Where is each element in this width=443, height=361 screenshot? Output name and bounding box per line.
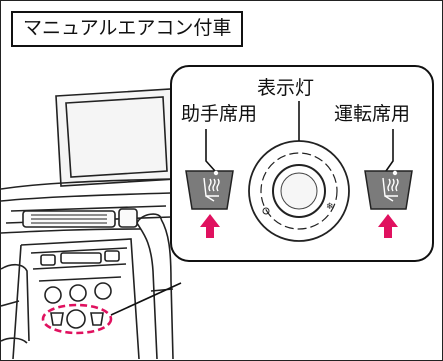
- seat-heater-icon: [382, 170, 399, 202]
- driver-seat-label: 運転席用: [334, 103, 411, 125]
- seat-heater-icon: [203, 170, 220, 202]
- passenger-leader-line: [205, 129, 216, 172]
- passenger-seat-heater-button[interactable]: [185, 170, 234, 210]
- svg-text:❄: ❄: [326, 202, 334, 212]
- highlight-ellipse: [41, 303, 113, 335]
- driver-seat-heater-button[interactable]: [364, 170, 413, 210]
- indicator-label: 表示灯: [257, 77, 315, 99]
- driver-leader-line: [385, 129, 394, 172]
- passenger-seat-label: 助手席用: [181, 103, 258, 125]
- climate-panel: ❄: [185, 101, 413, 242]
- arrow-up-icon: [200, 214, 220, 238]
- title-label: マニュアルエアコン付車: [11, 11, 244, 47]
- callout-leader-line: [110, 282, 182, 316]
- arrow-up-icon: [378, 214, 398, 238]
- dashboard-body: [1, 88, 177, 360]
